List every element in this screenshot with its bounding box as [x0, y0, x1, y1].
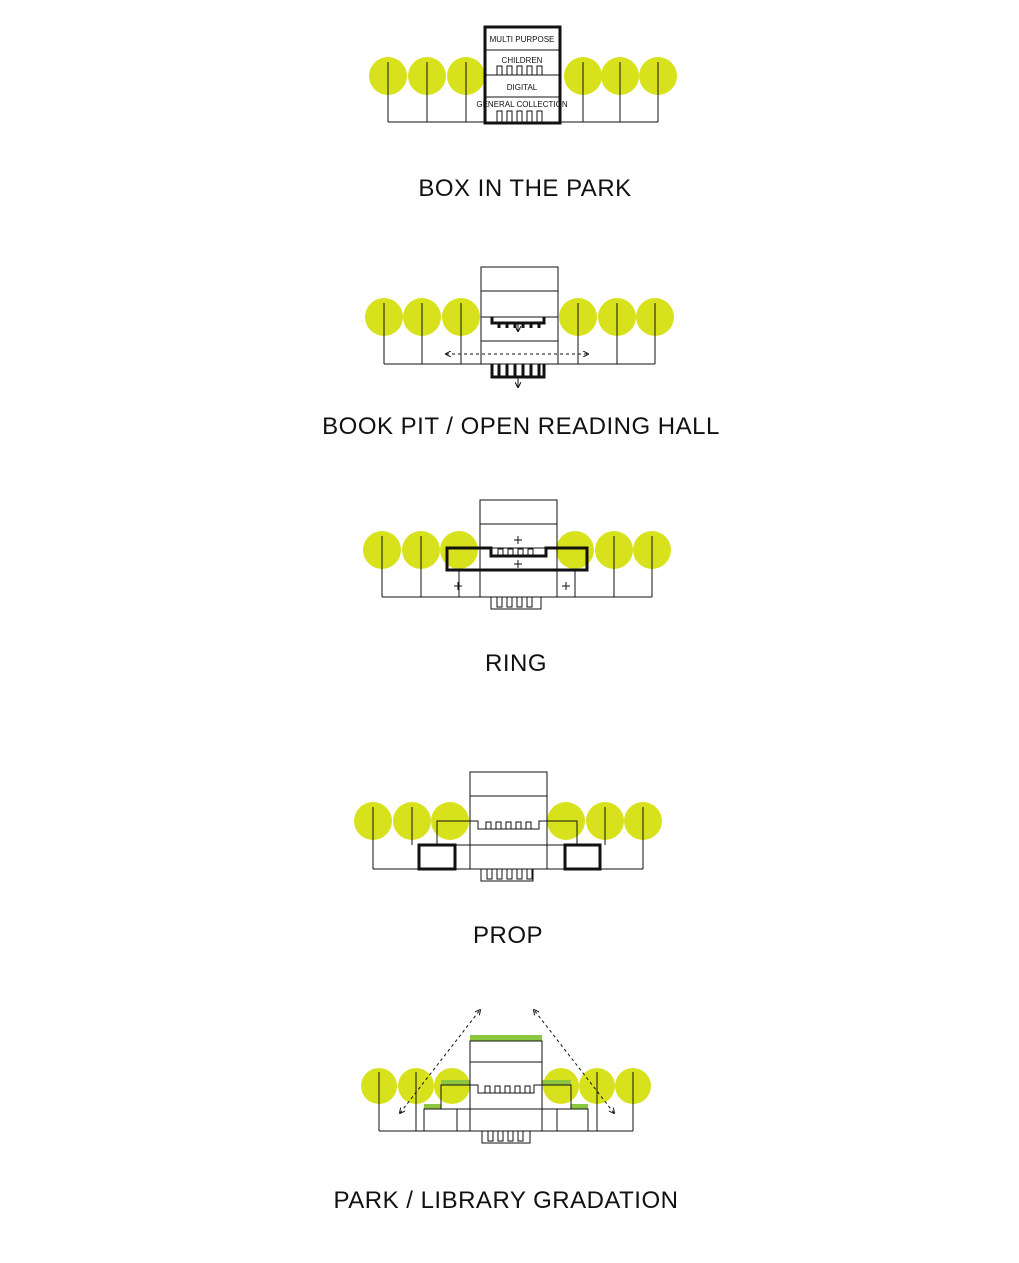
- library-box: [480, 266, 559, 365]
- shelves-lower: [481, 1131, 531, 1144]
- plus-marks: [454, 536, 570, 590]
- green-roof-low-left: [424, 1104, 441, 1109]
- diagram-ring: RING: [363, 499, 671, 677]
- diagram-title: RING: [485, 650, 547, 677]
- ring-shelves: [497, 548, 534, 556]
- prop-left: [417, 843, 457, 871]
- label-digital: DIGITAL: [507, 83, 538, 92]
- floor-lines: [481, 290, 558, 342]
- prop-right: [556, 1108, 589, 1132]
- diagram-title: PROP: [473, 922, 543, 949]
- prop-right: [563, 843, 602, 871]
- tree-trunks: [383, 303, 656, 364]
- diagram-box-in-the-park: MULTI PURPOSE CHILDREN DIGITAL GENERAL C…: [369, 25, 677, 202]
- shelves-lower: [490, 597, 542, 610]
- trees: [363, 531, 671, 569]
- shelves-lower: [480, 869, 534, 882]
- green-roof-mid-left: [441, 1080, 470, 1085]
- tree-canopy: [434, 1068, 470, 1104]
- tree-canopy: [556, 531, 594, 569]
- ring-outline: [445, 546, 589, 572]
- prop-left: [423, 1108, 458, 1132]
- tree-canopy: [543, 1068, 579, 1104]
- library-box: [469, 771, 548, 870]
- label-general-collection: GENERAL COLLECTION: [476, 100, 568, 109]
- book-pit-lower: [490, 364, 546, 379]
- diagram-prop: PROP: [354, 771, 662, 949]
- diagram-title: PARK / LIBRARY GRADATION: [334, 1187, 679, 1214]
- label-multi-purpose: MULTI PURPOSE: [490, 35, 555, 44]
- green-roof-top: [470, 1035, 542, 1041]
- green-roof-low-right: [571, 1104, 588, 1109]
- ring-outline: [436, 820, 578, 846]
- ring-shelves: [484, 1085, 531, 1093]
- tree-trunks: [381, 536, 653, 597]
- view-arrow-left: [400, 1010, 480, 1113]
- diagram-book-pit: BOOK PIT / OPEN READING HALL: [322, 266, 720, 440]
- diagram-title: BOX IN THE PARK: [418, 175, 631, 202]
- tree-trunks: [387, 62, 659, 122]
- green-roof-mid-right: [542, 1080, 571, 1085]
- diagram-title: BOOK PIT / OPEN READING HALL: [322, 413, 720, 440]
- ring-shelves: [485, 821, 532, 829]
- diagram-gradation: PARK / LIBRARY GRADATION: [334, 1010, 679, 1214]
- view-arrow-right: [534, 1010, 614, 1113]
- shelves-lower: [496, 110, 543, 122]
- label-children: CHILDREN: [502, 56, 543, 65]
- tree-trunks: [372, 807, 644, 869]
- shelves-upper: [496, 65, 543, 75]
- trees: [354, 802, 662, 840]
- tree-canopy: [440, 531, 478, 569]
